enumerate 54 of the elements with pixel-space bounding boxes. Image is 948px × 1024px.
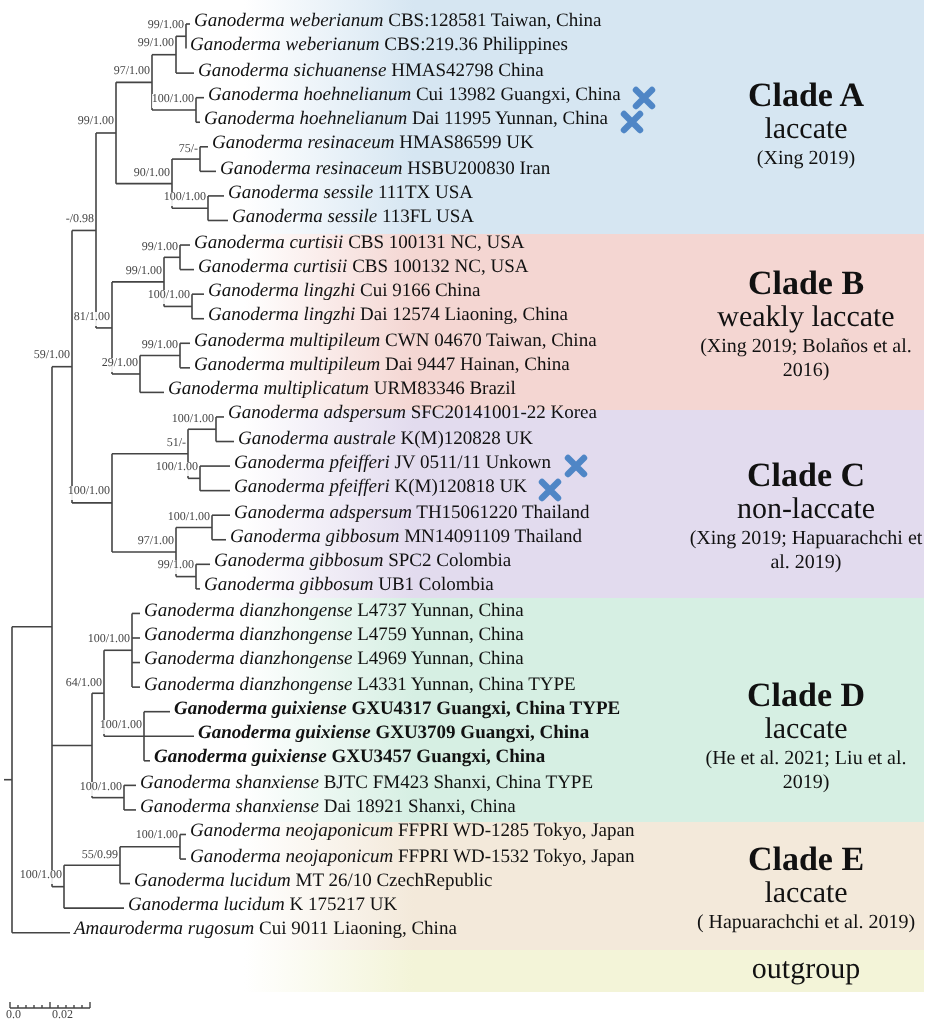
clade-trait: laccate: [762, 878, 850, 912]
taxon-label: Ganoderma hoehnelianum Dai 11995 Yunnan, China: [204, 110, 608, 133]
taxon-label: Ganoderma multipileum Dai 9447 Hainan, China: [194, 355, 570, 378]
taxon-label: Ganoderma guixiense GXU3709 Guangxi, China: [198, 724, 590, 747]
clade-reference: (He et al. 2021; Liu et al. 2019): [703, 748, 909, 796]
taxon-label: Ganoderma resinaceum HSBU200830 Iran: [220, 159, 551, 182]
clade-reference: (Xing 2019; Hapuarachchi et al. 2019): [688, 528, 924, 576]
taxon-label: Ganoderma curtisii CBS 100132 NC, USA: [198, 257, 529, 280]
clade-title: Clade B: [745, 264, 867, 302]
taxon-label: Ganoderma pfeifferi K(M)120818 UK: [234, 478, 527, 501]
clade-trait: weakly laccate: [715, 302, 897, 336]
taxon-label: Ganoderma sessile 111TX USA: [228, 183, 474, 206]
taxon-label: Ganoderma weberianum CBS:128581 Taiwan, China: [194, 12, 602, 34]
taxon-label: Ganoderma dianzhongense L4759 Yunnan, China: [144, 626, 524, 648]
clade-title: Clade D: [744, 676, 868, 714]
taxon-label: Ganoderma curtisii CBS 100131 NC, USA: [194, 233, 525, 256]
taxon-label: Ganoderma guixiense GXU4317 Guangxi, China TYPE: [174, 699, 621, 722]
taxon-label: Ganoderma adspersum SFC20141001-22 Korea: [228, 404, 597, 427]
taxon-label: Ganoderma lucidum MT 26/10 CzechRepublic: [134, 871, 493, 894]
taxon-label: Ganoderma lingzhi Cui 9166 China: [208, 282, 481, 305]
clade-trait: non-laccate: [734, 494, 878, 528]
taxon-label: Ganoderma neojaponicum FFPRI WD-1285 Tokyo, Japan: [190, 822, 635, 845]
taxon-label: Ganoderma neojaponicum FFPRI WD-1532 Tokyo, Japan: [190, 847, 635, 870]
taxon-label: Ganoderma adspersum TH15061220 Thailand: [234, 503, 590, 526]
taxon-label: Ganoderma sessile 113FL USA: [232, 208, 474, 231]
clade-reference: (Xing 2019): [754, 148, 858, 172]
taxon-label: Ganoderma guixiense GXU3457 Guangxi, China: [154, 748, 546, 771]
taxon-label: Ganoderma dianzhongense L4331 Yunnan, China TYPE: [144, 675, 576, 698]
taxon-label: Ganoderma pfeifferi JV 0511/11 Unkown: [234, 454, 552, 477]
taxon-label: Ganoderma gibbosum UB1 Colombia: [204, 576, 494, 599]
taxon-label: Ganoderma lucidum K 175217 UK: [128, 896, 398, 919]
taxon-label: Ganoderma multiplicatum URM83346 Brazil: [168, 380, 516, 403]
taxon-label: Ganoderma weberianum CBS:219.36 Philippines: [190, 36, 568, 59]
taxon-label: Ganoderma gibbosum SPC2 Colombia: [214, 552, 512, 575]
clade-title: Clade E: [745, 840, 867, 878]
clade-trait: laccate: [762, 114, 850, 148]
taxon-label: Ganoderma dianzhongense L4737 Yunnan, China: [144, 601, 524, 624]
clade-reference: ( Hapuarachchi et al. 2019): [694, 912, 918, 936]
taxon-label: Ganoderma australe K(M)120828 UK: [238, 429, 534, 452]
taxon-label: Ganoderma shanxiense Dai 18921 Shanxi, China: [140, 797, 516, 820]
taxon-label: Ganoderma resinaceum HMAS86599 UK: [212, 134, 534, 157]
clade-reference: (Xing 2019; Bolaños et al. 2016): [698, 336, 914, 384]
clade-title: Clade C: [744, 456, 868, 494]
taxon-label: Ganoderma lingzhi Dai 12574 Liaoning, China: [208, 306, 568, 329]
taxon-label: Ganoderma hoehnelianum Cui 13982 Guangxi, China: [208, 85, 621, 108]
taxon-label: Ganoderma multipileum CWN 04670 Taiwan, China: [194, 331, 597, 354]
clade-title: Clade A: [745, 76, 867, 114]
clade-trait: outgroup: [749, 954, 863, 988]
taxon-label: Amauroderma rugosum Cui 9011 Liaoning, China: [74, 920, 457, 943]
taxon-label: Ganoderma gibbosum MN14091109 Thailand: [230, 527, 583, 550]
taxon-label: Ganoderma sichuanense HMAS42798 China: [198, 61, 544, 84]
taxon-label: Ganoderma shanxiense BJTC FM423 Shanxi, China TYPE: [140, 773, 594, 796]
clade-trait: laccate: [762, 714, 850, 748]
taxon-label: Ganoderma dianzhongense L4969 Yunnan, China: [144, 650, 524, 673]
